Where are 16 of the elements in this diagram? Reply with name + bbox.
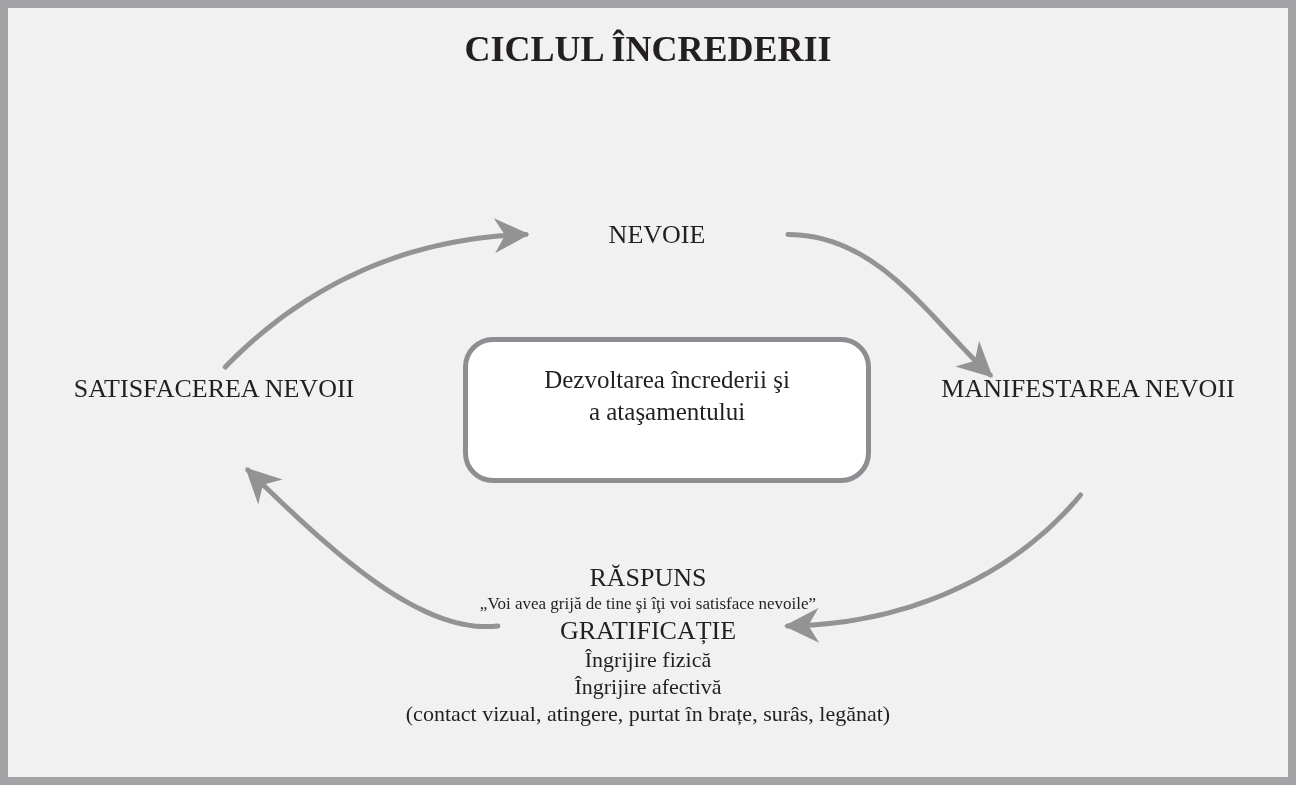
diagram-title: CICLUL ÎNCREDERII (463, 28, 833, 70)
node-text: MANIFESTAREA NEVOII (940, 373, 1236, 405)
text-line: GRATIFICAȚIE (558, 616, 738, 646)
curved-arrow (222, 218, 530, 370)
text-line: Îngrijire fizică (583, 646, 713, 673)
curved-arrow (785, 232, 993, 378)
text-line: RĂSPUNS (588, 564, 708, 592)
node-text: NEVOIE (607, 219, 707, 251)
text-line: (contact vizual, atingere, purtat în brațe, surâs, legănat) (404, 700, 892, 727)
curved-arrow (783, 492, 1083, 643)
quote-text: „Voi avea grijă de tine şi îţi voi satisface nevoile” (478, 593, 818, 615)
text-line: Îngrijire afectivă (573, 673, 723, 700)
rounded-box (463, 337, 871, 483)
node-text: SATISFACEREA NEVOII (72, 373, 356, 405)
curved-arrow (245, 467, 501, 630)
node-text: Dezvoltarea încrederii şi a ataşamentului (543, 365, 791, 427)
